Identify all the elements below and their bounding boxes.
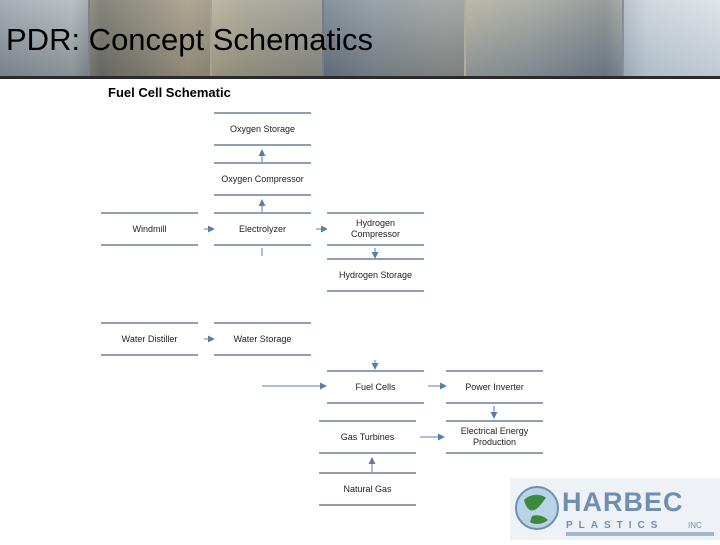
svg-text:INC: INC [688,521,702,530]
banner-photo-lab [90,0,210,78]
node-fuel-cells: Fuel Cells [327,370,424,404]
banner-photo-machines [466,0,622,78]
node-windmill: Windmill [101,212,198,246]
node-natural-gas: Natural Gas [319,472,416,506]
header-banner [0,0,720,78]
svg-text:HARBEC: HARBEC [562,487,684,517]
node-electrolyzer: Electrolyzer [214,212,311,246]
banner-photo-cad [624,0,720,78]
banner-photo-workers [324,0,464,78]
node-gas-turbines: Gas Turbines [319,420,416,454]
node-water-distiller: Water Distiller [101,322,198,356]
node-oxygen-compressor: Oxygen Compressor [214,162,311,196]
node-hydrogen-compressor: Hydrogen Compressor [327,212,424,246]
harbec-logo: HARBEC PLASTICS INC [510,478,720,540]
banner-photo-windmill [0,0,88,78]
svg-text:PLASTICS: PLASTICS [566,520,663,531]
node-power-inverter: Power Inverter [446,370,543,404]
diagram-title: Fuel Cell Schematic [108,85,231,100]
node-electrical-energy-production: Electrical Energy Production [446,420,543,454]
banner-photo-office [212,0,322,78]
node-oxygen-storage: Oxygen Storage [214,112,311,146]
banner-divider [0,76,720,79]
node-water-storage: Water Storage [214,322,311,356]
slide-title: PDR: Concept Schematics [6,22,373,57]
node-hydrogen-storage: Hydrogen Storage [327,258,424,292]
